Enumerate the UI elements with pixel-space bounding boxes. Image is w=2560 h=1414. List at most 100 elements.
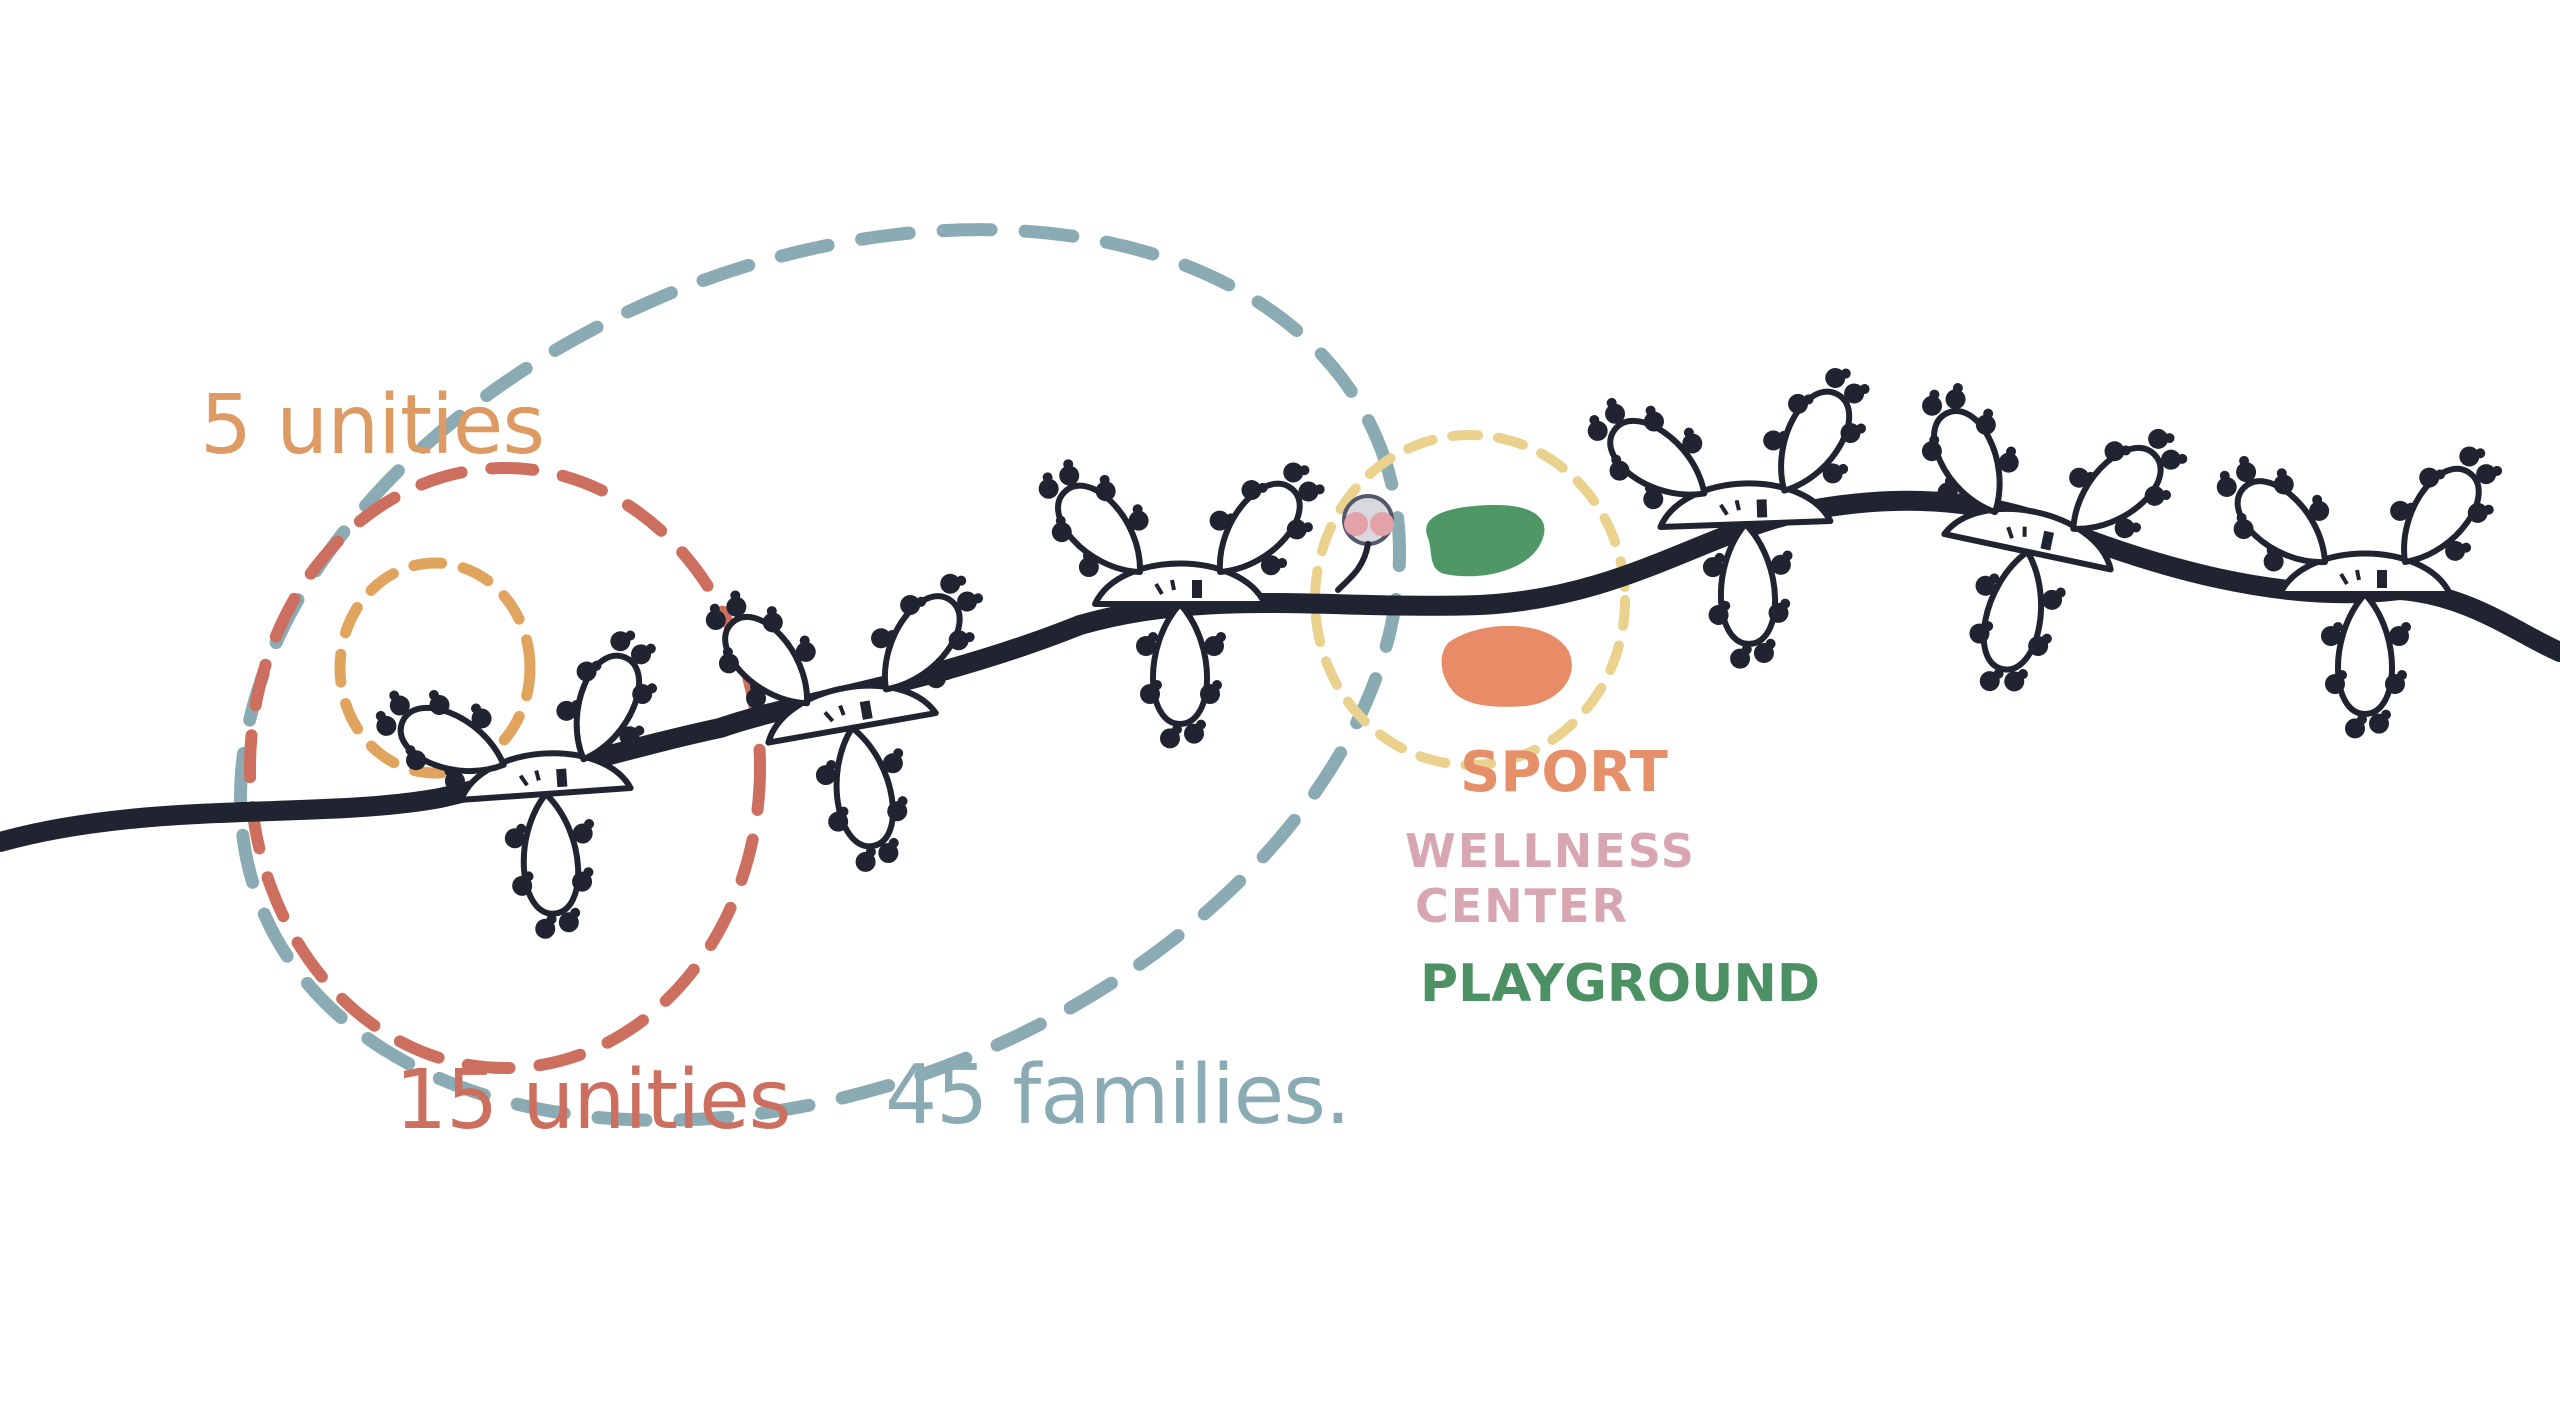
cluster-dot-small: [2435, 469, 2446, 480]
cluster-dot: [1038, 478, 1059, 499]
cluster-dot-small: [1952, 383, 1963, 394]
cluster-dot: [1587, 420, 1608, 441]
cluster-petal-group: [815, 724, 908, 872]
cluster-dot: [1937, 482, 1958, 503]
cluster-dot-small: [2120, 445, 2131, 456]
cluster-dot-small: [1055, 515, 1066, 526]
cluster-dot-small: [1645, 405, 1656, 416]
cluster-dot-small: [1765, 638, 1776, 649]
cluster-dot-small: [2406, 502, 2417, 513]
cluster-dot-small: [838, 806, 849, 817]
cluster-petal-group: [1587, 397, 1708, 510]
wellness-label: WELLNESS: [1405, 824, 1696, 878]
cluster-dot-small: [1299, 465, 1310, 476]
cluster-dot: [2233, 519, 2254, 540]
cluster-dot-small: [2357, 714, 2367, 725]
cluster-petal: [1607, 417, 1708, 498]
cluster-mark: [534, 770, 541, 781]
cluster-dot-small: [570, 907, 581, 918]
wellness-icon: [1335, 494, 1394, 593]
cluster-dot-small: [634, 725, 645, 736]
cluster-door: [1756, 499, 1768, 518]
cluster-dot-small: [2041, 633, 2052, 644]
cluster-dot-small: [2164, 433, 2175, 444]
cluster-dot-small: [444, 766, 455, 777]
cluster-mark: [2355, 569, 2361, 581]
cluster-dot: [2069, 467, 2090, 488]
cluster-dot-small: [625, 630, 636, 641]
cluster-dot: [2216, 476, 2237, 497]
cluster-dot-small: [375, 710, 386, 721]
cluster-dot: [1643, 411, 1664, 432]
forty-five-families-ring: [234, 223, 1406, 1127]
cluster-dot-small: [2401, 622, 2411, 632]
cluster-dot-small: [1993, 668, 2004, 679]
cluster-dot-small: [1042, 472, 1053, 483]
cluster-dot-small: [2461, 542, 2472, 553]
cluster-dot-small: [2397, 670, 2407, 680]
five-unities-label: 5 unities: [200, 378, 545, 473]
five-unities-ring: [334, 557, 536, 779]
cluster-petal: [2070, 445, 2164, 532]
cluster-dot-small: [1929, 389, 1940, 400]
cluster-petal: [397, 704, 507, 775]
cluster-dot: [1051, 522, 1072, 543]
cluster-mark: [823, 710, 835, 723]
cluster-petal: [573, 652, 643, 763]
cluster-dot-small: [2266, 545, 2277, 556]
cluster-dot-small: [1212, 680, 1222, 690]
cluster-dot: [726, 596, 747, 617]
cluster-dot-small: [2483, 504, 2494, 515]
cluster-dot: [887, 801, 908, 822]
cluster-dot-small: [584, 819, 595, 830]
cluster-dot-small: [2492, 465, 2503, 476]
forty-five-families-label: 45 families.: [885, 1048, 1351, 1143]
cluster-dot: [2309, 500, 2330, 521]
fifteen-unities-ring: [244, 462, 766, 1074]
cluster-dot-small: [647, 683, 658, 694]
cluster-dot: [855, 851, 876, 872]
cluster-dot-small: [2312, 494, 2323, 505]
cluster-dot: [2160, 449, 2181, 470]
cluster-dot-small: [1944, 476, 1955, 487]
cluster-dot-small: [1838, 463, 1849, 474]
cluster-dot-small: [2236, 512, 2247, 523]
cluster-dot-small: [1216, 632, 1226, 642]
cluster-dot: [2459, 446, 2480, 467]
cluster-dot: [2273, 474, 2294, 495]
cluster-dot-small: [1148, 632, 1158, 642]
cluster-dot: [2419, 467, 2440, 488]
cluster-dot-small: [886, 630, 897, 641]
cluster-dot: [957, 591, 978, 612]
cluster-petal-group: [375, 690, 507, 792]
cluster-dot: [1998, 452, 2019, 473]
cluster-dot-small: [470, 703, 481, 714]
cluster-dot: [1921, 441, 1942, 462]
cluster-dot: [1260, 555, 1281, 576]
cluster-dot-small: [1929, 434, 1940, 445]
cluster-units: [375, 368, 2503, 939]
cluster-dot: [926, 668, 947, 689]
cluster-dot: [940, 573, 961, 594]
cluster-petal-group: [1702, 520, 1793, 669]
cluster-petal: [881, 593, 963, 693]
cluster-petal: [2401, 465, 2482, 565]
cluster-dot-small: [2475, 448, 2486, 459]
cluster-dot: [1825, 368, 1846, 389]
cluster-dot-small: [888, 837, 899, 848]
cluster-dot: [1643, 489, 1664, 510]
cluster-dot-small: [1257, 482, 1268, 493]
cluster-dot-small: [523, 871, 534, 882]
cluster-mark: [2022, 526, 2027, 537]
cluster-mark: [838, 704, 846, 716]
cluster-unit: [1038, 459, 1325, 749]
cluster-dot: [1682, 433, 1703, 454]
cluster-dot: [2445, 540, 2466, 561]
cluster-petal: [1717, 520, 1778, 647]
cluster-dot: [1788, 393, 1809, 414]
cluster-petal: [833, 724, 896, 850]
cluster-dot: [1840, 423, 1861, 444]
cluster-dot: [1763, 430, 1784, 451]
cluster-dot-small: [1277, 558, 1288, 569]
cluster-door: [2040, 530, 2055, 551]
